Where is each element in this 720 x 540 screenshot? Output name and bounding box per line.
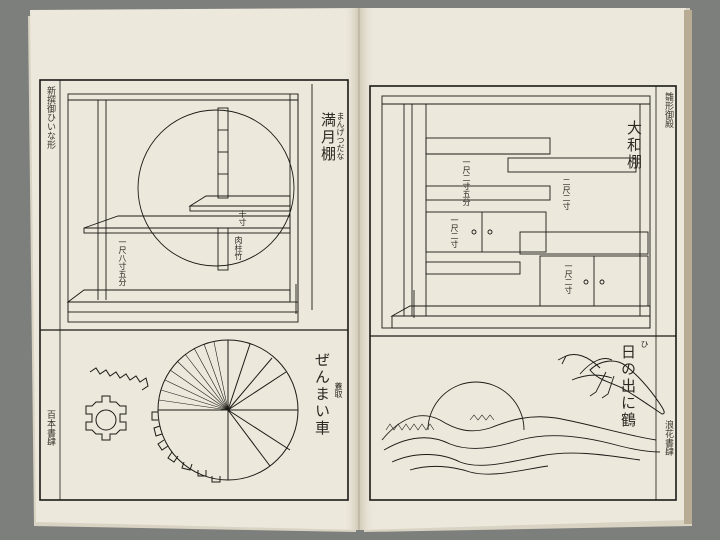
dimension-note-upper: 一尺二寸五分 (462, 158, 471, 206)
dimension-note-middle: 二尺二寸 (562, 178, 571, 210)
gear-pattern-illustration (85, 339, 299, 483)
dimension-note-cabinet: 一尺二寸 (450, 216, 459, 248)
dimension-note-small: 十寸 (238, 210, 247, 226)
left-bottom-title: ぜんまい車 (313, 352, 331, 437)
right-page (360, 8, 688, 530)
right-bottom-title: 日の出に鶴 (619, 344, 637, 429)
right-page-frame (369, 85, 677, 501)
right-margin-title: 雛形御殿 (663, 92, 673, 128)
yamato-shelf-illustration (381, 95, 651, 329)
left-top-title-reading: まんげつだな (336, 112, 345, 160)
right-margin-publisher: 浪花書肆 (663, 420, 673, 456)
left-page-frame (39, 79, 349, 501)
right-bottom-title-reading: ひ (640, 340, 649, 348)
left-top-title: 満月棚 (319, 112, 337, 163)
left-page (30, 8, 358, 530)
full-moon-shelf-illustration (66, 84, 313, 323)
dimension-note-lower: 一尺二寸 (564, 262, 573, 294)
right-top-title: 大和棚 (625, 120, 643, 171)
dimension-note-shelf: 一尺八寸五分 (118, 238, 127, 286)
left-margin-title: 新撰御ひいな形 (45, 86, 55, 149)
left-margin-publisher: 百本書肆 (45, 410, 55, 446)
sunrise-waves-crane-illustration (381, 354, 665, 475)
dimension-note-pillar: 肉柱竹 (234, 236, 243, 260)
left-bottom-title-alt: 蓋取 (334, 382, 343, 398)
